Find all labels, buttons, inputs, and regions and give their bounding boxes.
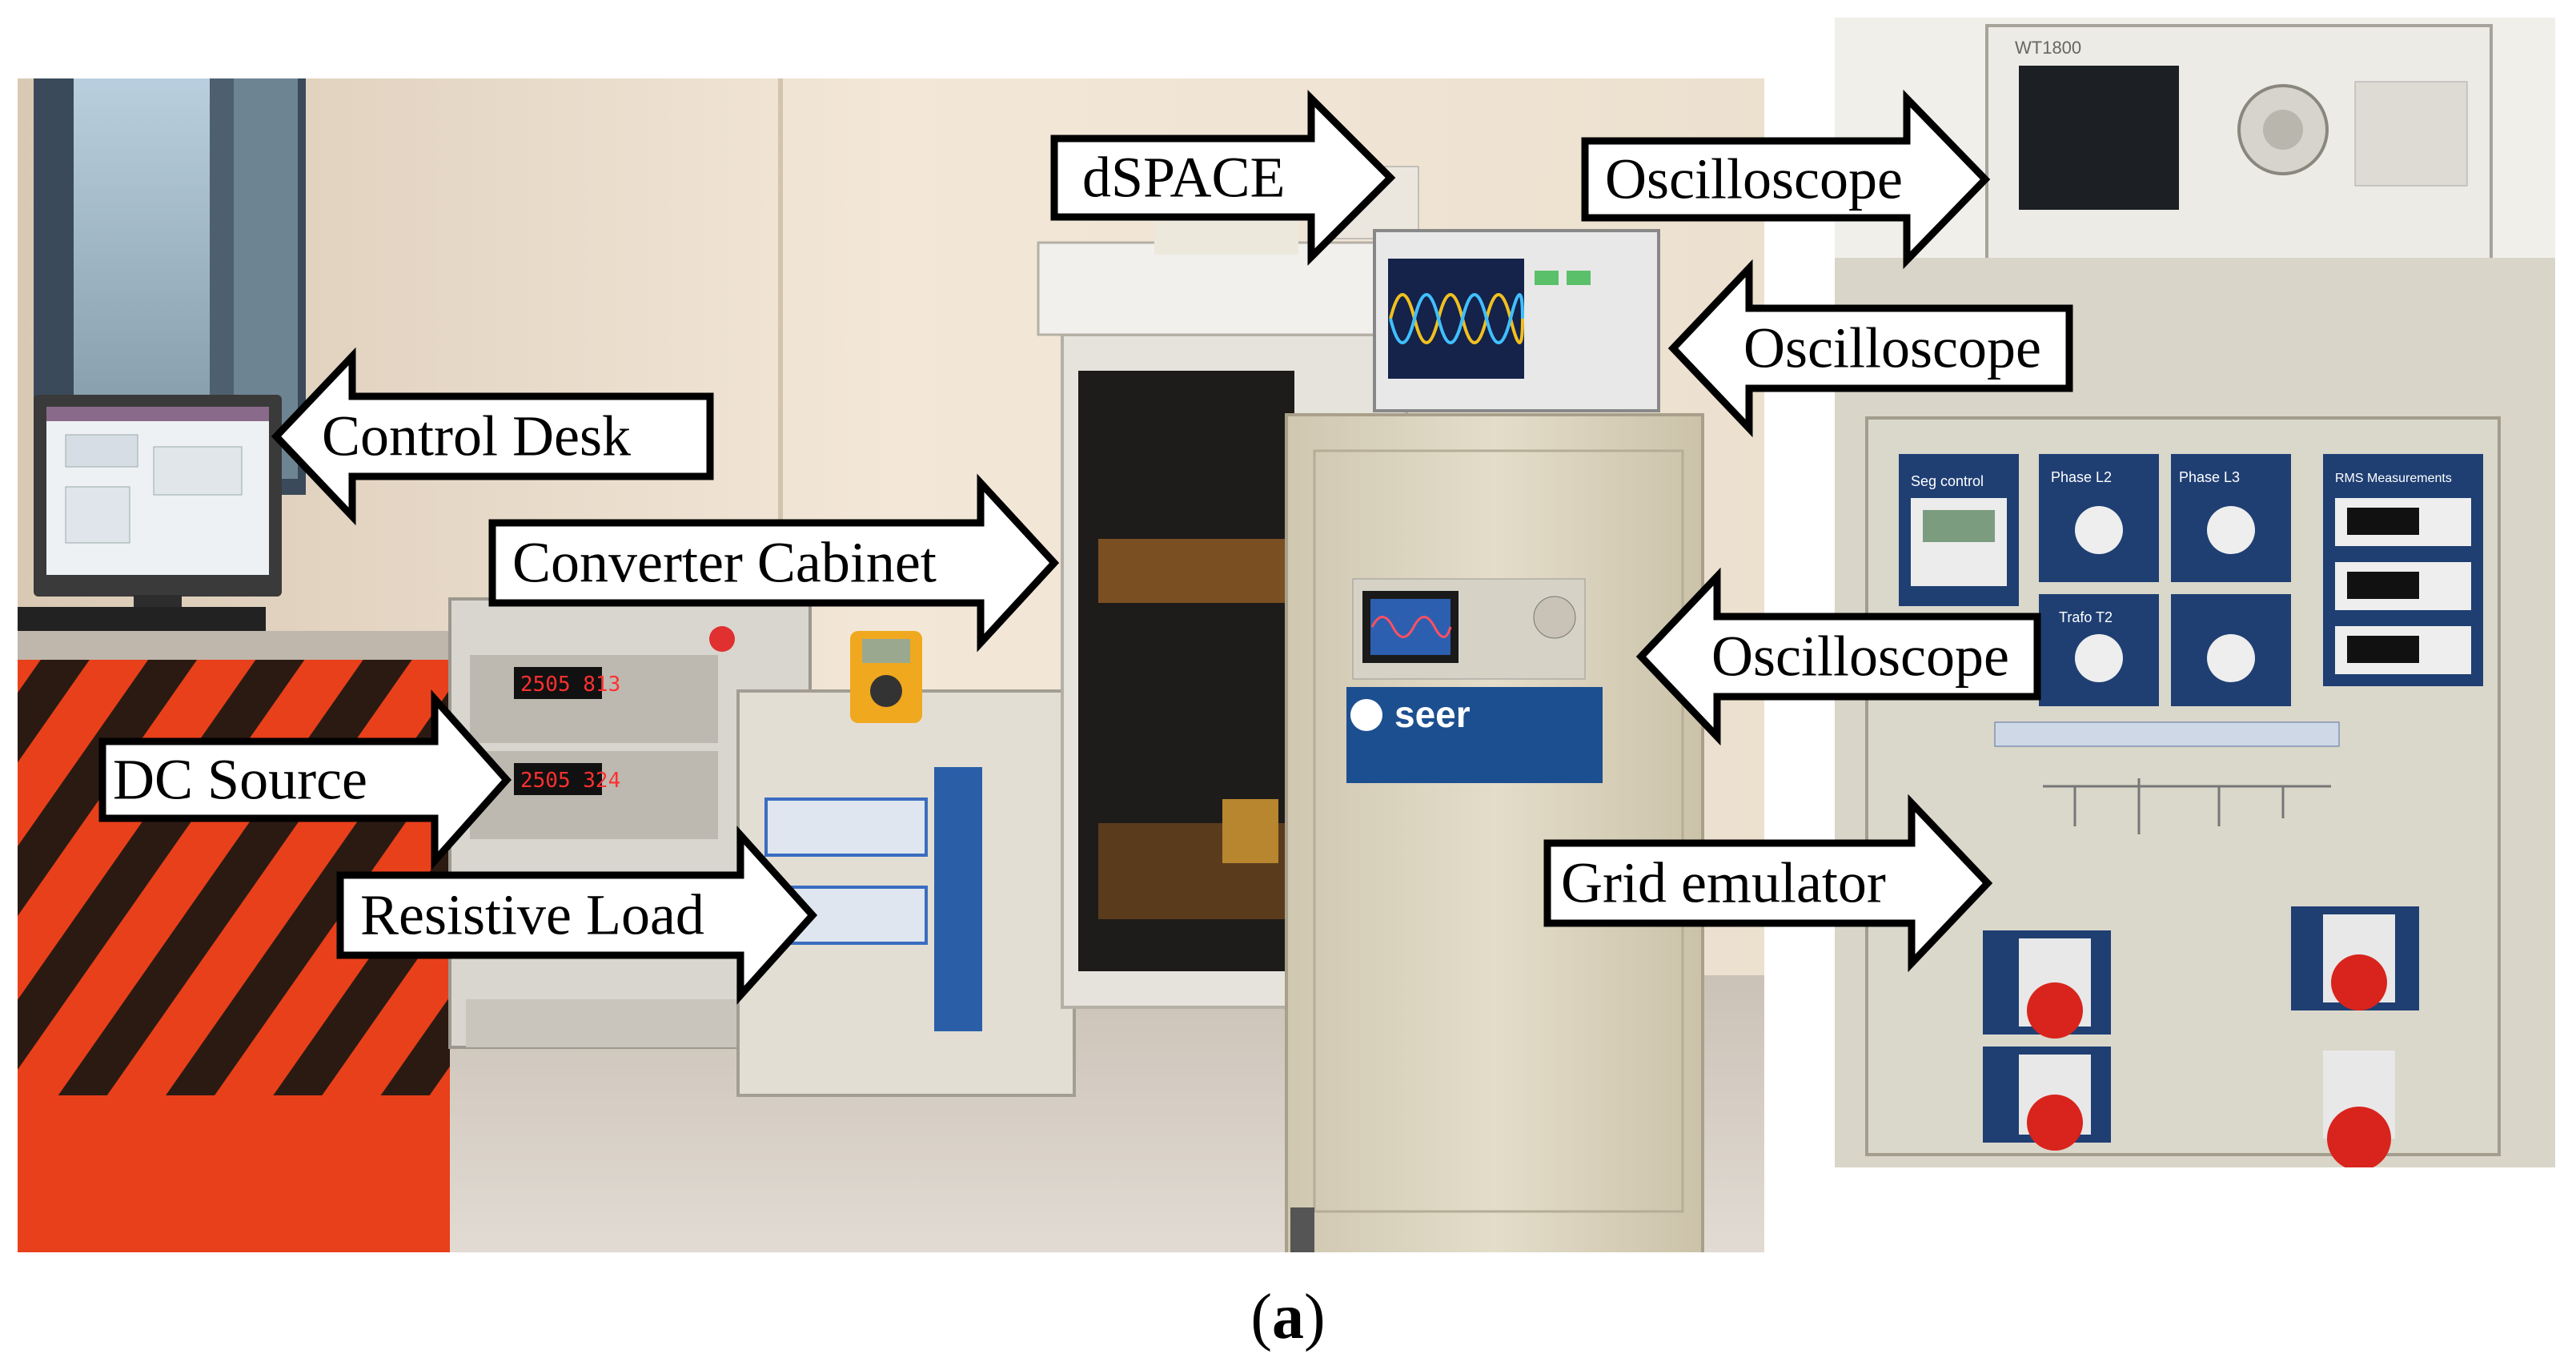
callout-converter-cabinet: Converter Cabinet [488, 473, 1060, 653]
label-dc-source: DC Source [113, 747, 367, 812]
svg-text:2505 813: 2505 813 [520, 673, 620, 697]
callout-dspace: dSPACE [1050, 90, 1396, 266]
label-resistive-load: Resistive Load [360, 882, 704, 947]
arrow-right-icon [98, 689, 512, 870]
callout-oscilloscope-cabinet: Oscilloscope [1635, 567, 2041, 746]
caption-close-paren: ) [1304, 1282, 1326, 1352]
lab-setup-illustration: 2505 813 2505 324 seer [18, 78, 1764, 1252]
caption-open-paren: ( [1250, 1282, 1272, 1352]
callout-control-desk: Control Desk [271, 347, 714, 526]
callout-resistive-load: Resistive Load [336, 826, 818, 1005]
callout-oscilloscope-mid: Oscilloscope [1667, 259, 2073, 438]
phase-l3-label: Phase L3 [2179, 469, 2240, 485]
figure-caption: (a) [0, 1281, 2576, 1354]
seg-control-label: Seg control [1911, 473, 1984, 489]
arrow-left-icon [1667, 259, 2073, 438]
label-oscilloscope-mid: Oscilloscope [1743, 315, 2041, 380]
caption-letter: a [1272, 1282, 1304, 1352]
callout-grid-emulator: Grid emulator [1543, 793, 1993, 973]
label-dspace: dSPACE [1082, 145, 1286, 210]
arrow-right-icon [488, 473, 1060, 653]
arrow-left-icon [271, 347, 714, 526]
label-oscilloscope-cabinet: Oscilloscope [1711, 624, 2009, 689]
grid-emulator-photo: WT1800 Seg control Phase L2 Phase L3 RMS… [1835, 18, 2555, 1167]
label-converter-cabinet: Converter Cabinet [512, 530, 937, 595]
wt-model-label: WT1800 [2015, 38, 2081, 58]
seer-logo: seer [1394, 693, 1471, 735]
arrow-right-icon [1050, 90, 1396, 266]
label-grid-emulator: Grid emulator [1561, 850, 1886, 915]
trafo-label: Trafo T2 [2059, 609, 2113, 625]
label-oscilloscope-top: Oscilloscope [1605, 147, 1903, 211]
svg-text:2505 324: 2505 324 [520, 769, 620, 793]
phase-l2-label: Phase L2 [2051, 469, 2112, 485]
label-control-desk: Control Desk [322, 404, 631, 468]
arrow-right-icon [1543, 793, 1993, 973]
grid-emulator-illustration: WT1800 Seg control Phase L2 Phase L3 RMS… [1835, 18, 2555, 1167]
rms-label: RMS Measurements [2335, 472, 2452, 485]
arrow-left-icon [1635, 567, 2041, 746]
arrow-right-icon [336, 826, 818, 1005]
lab-setup-photo: 2505 813 2505 324 seer [18, 78, 1764, 1252]
callout-oscilloscope-top: Oscilloscope [1581, 89, 1991, 270]
callout-dc-source: DC Source [98, 689, 512, 870]
arrow-right-icon [1581, 89, 1991, 270]
